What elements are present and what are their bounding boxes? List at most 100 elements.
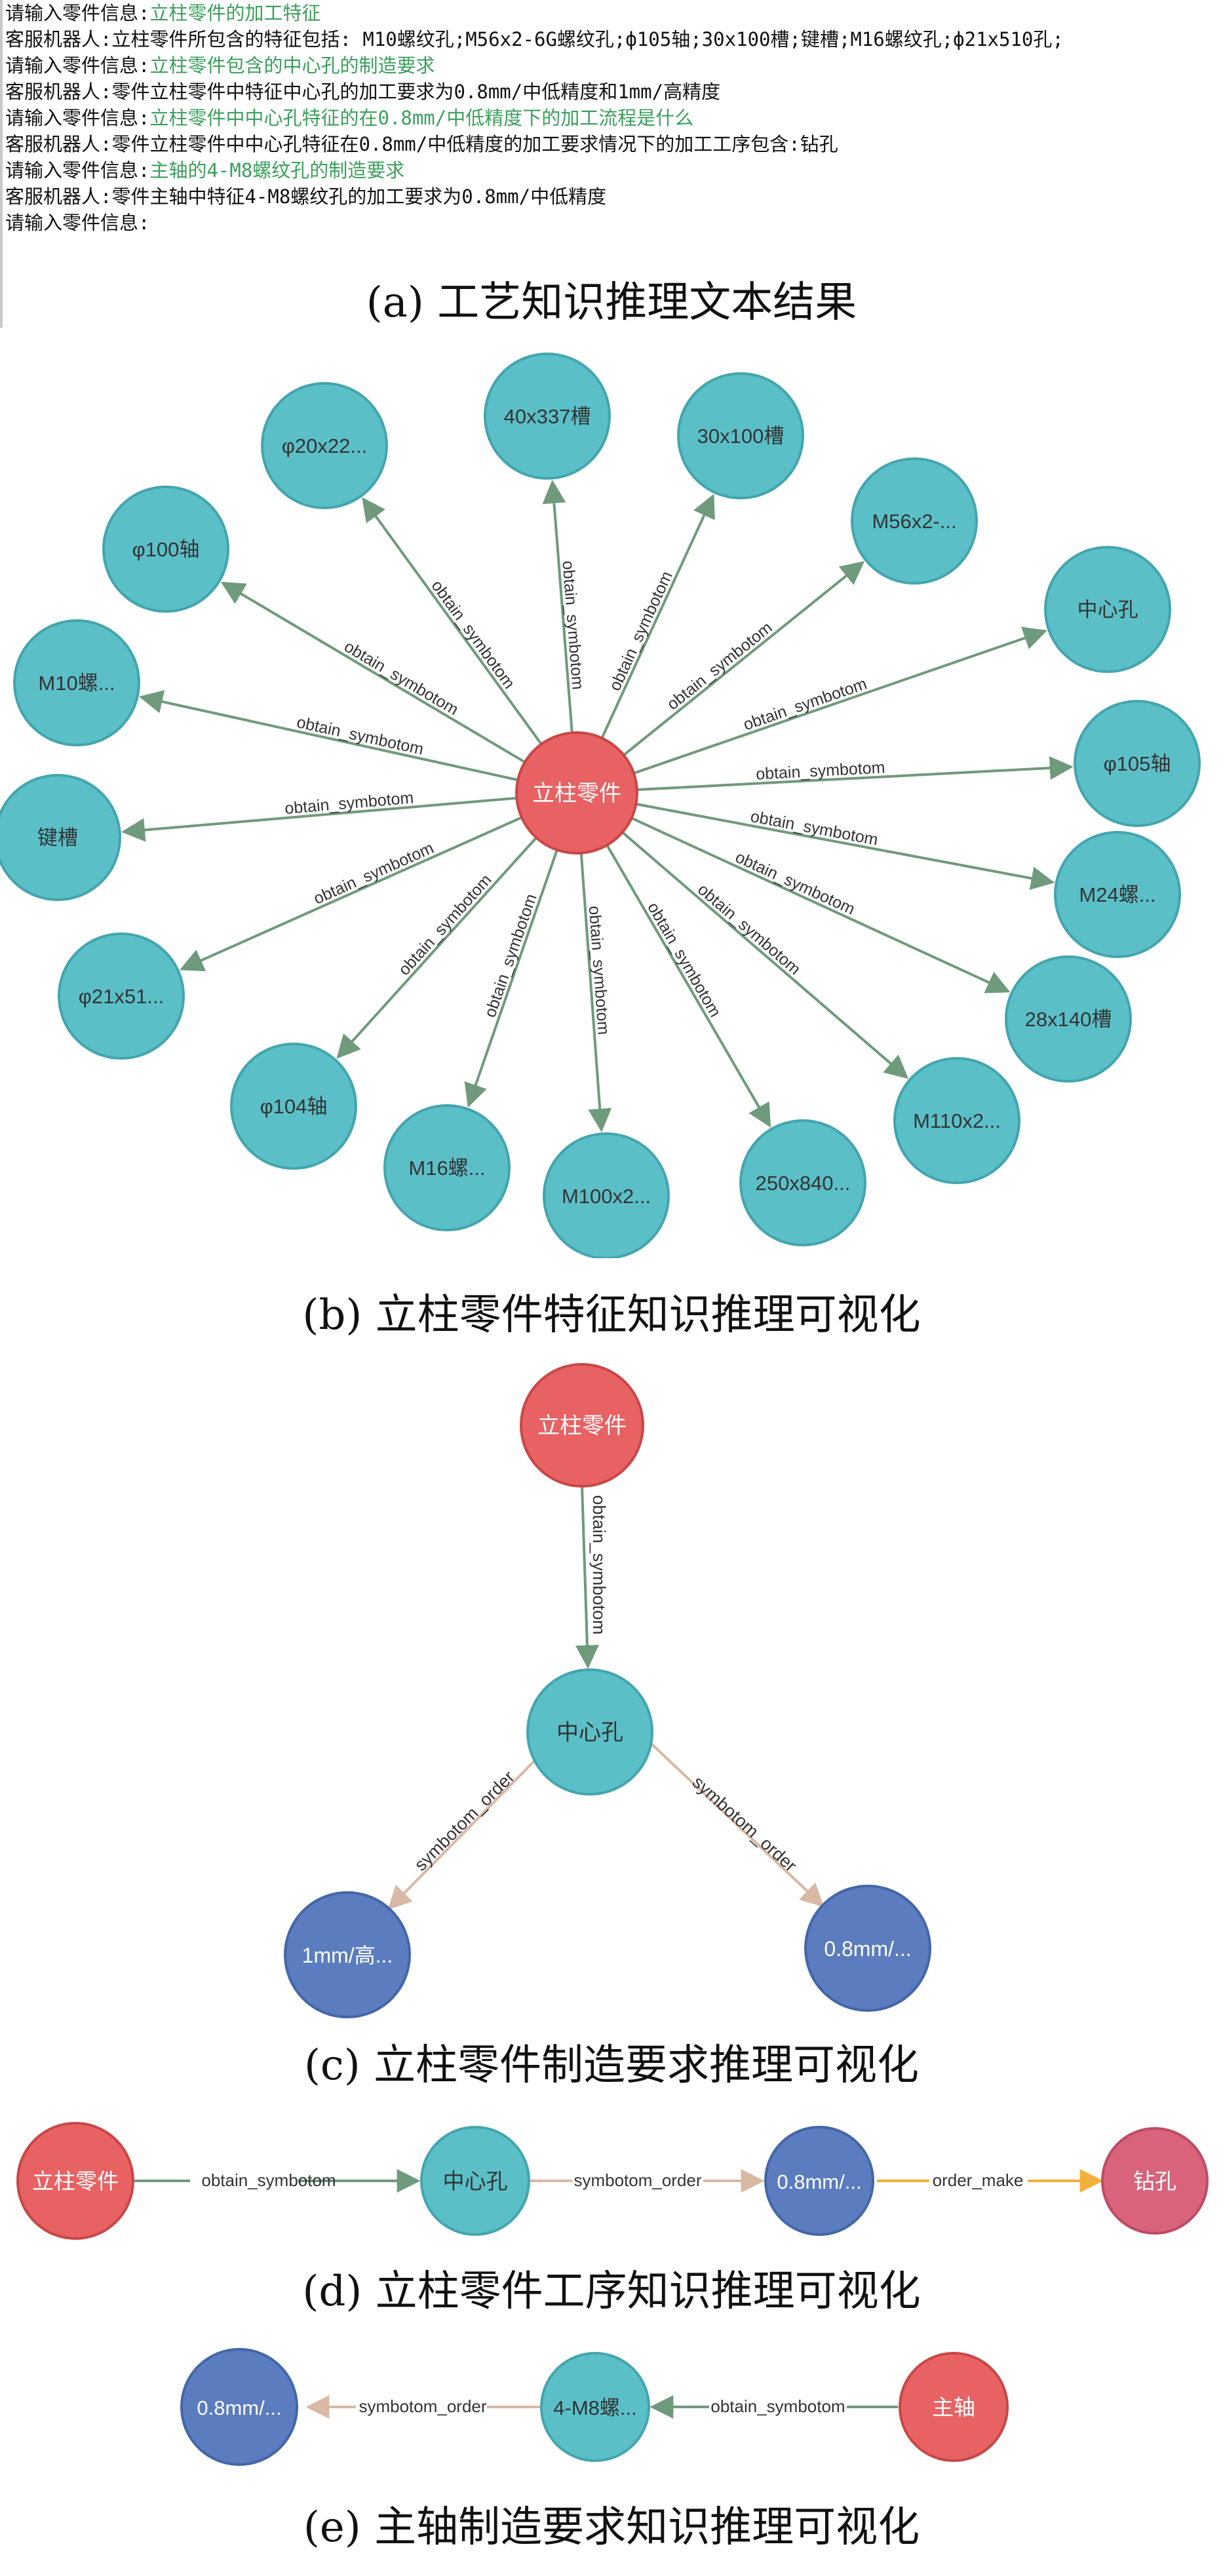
spindle-graph: symbotom_order obtain_symbotom 0.8mm/...… [180,2348,1009,2466]
edge-label-d1: obtain_symbotom [201,2170,336,2190]
feature-node-label: M10螺... [38,672,115,695]
node-req1-label: 1mm/高... [302,1944,393,1967]
console-line: 客服机器人:零件立柱零件中中心孔特征在0.8mm/中低精度的加工要求情况下的加工… [5,133,838,155]
node-feature[interactable] [420,2126,530,2236]
feature-node-label: 28x140槽 [1025,1008,1112,1031]
console-line: 客服机器人:零件立柱零件中特征中心孔的加工要求为0.8mm/中低精度和1mm/高… [5,81,721,103]
feature-node-label: M100x2... [562,1185,651,1208]
feature-node-label: φ104轴 [260,1095,328,1118]
edge-label: obtain_symbotom [756,758,886,783]
node-req[interactable] [764,2126,874,2236]
edge-obtain-symbotom [579,853,612,1132]
edge-label: obtain_symbotom [395,871,495,979]
process-graph: obtain_symbotom symbotom_order order_mak… [16,2122,1209,2240]
node-process[interactable] [1101,2127,1209,2235]
edge-label: obtain_symbotom [311,839,437,908]
console-line: 请输入零件信息:立柱零件的加工特征 [5,2,321,24]
feature-node[interactable] [261,382,388,509]
edge-obtain-symbotom [139,690,518,782]
edge-obtain-symbotom [600,493,715,739]
edge-obtain-symbotom [362,497,543,745]
edge-obtain-symbotom [633,626,1047,775]
caption-a: (a) 工艺知识推理文本结果 [366,279,857,327]
console-line: 客服机器人:零件主轴中特征4-M8螺纹孔的加工要求为0.8mm/中低精度 [5,185,607,208]
edge-obtain-symbotom [179,816,522,972]
caption-b: (b) 立柱零件特征知识推理可视化 [302,1291,921,1339]
edge-label-e2: obtain_symbotom [710,2396,845,2416]
feature-node-label: φ100轴 [132,538,200,561]
edge-obtain-symbotom [623,561,865,756]
node-part[interactable] [16,2122,134,2240]
console-line: 请输入零件信息:立柱零件中中心孔特征的在0.8mm/中低精度下的加工流程是什么 [5,107,694,129]
edge-label-e1: symbotom_order [359,2396,486,2416]
edge-label-d3: order_make [933,2170,1024,2190]
node-part[interactable] [899,2352,1009,2462]
feature-node[interactable] [230,1043,357,1170]
edge-obtain-symbotom [636,803,1055,891]
feature-node[interactable] [0,774,121,901]
edge-label: obtain_symbotom [644,899,724,1020]
node-part-label: 立柱零件 [32,2169,119,2193]
edge-c1 [575,1486,599,1669]
feature-node-label: φ105轴 [1104,752,1171,775]
edge-label-c2: symbotom_order [410,1767,518,1874]
edge-obtain-symbotom [220,581,526,763]
edge-obtain-symbotom [121,796,517,842]
feature-node[interactable] [1074,700,1201,827]
feature-node[interactable] [851,457,978,585]
edge-obtain-symbotom [336,836,537,1059]
feature-node[interactable] [1044,546,1171,673]
feature-node-label: 中心孔 [1077,598,1138,621]
edge-label: obtain_symbotom [733,848,858,919]
node-feature-label: 中心孔 [443,2169,508,2193]
feature-node[interactable] [543,1132,670,1258]
node-part[interactable] [520,1363,644,1488]
node-req2-label: 0.8mm/... [824,1937,911,1961]
feature-node[interactable] [58,932,185,1060]
center-part-label: 立柱零件 [532,781,621,806]
feature-node[interactable] [13,619,140,746]
node-process-label: 钻孔 [1133,2169,1176,2193]
node-req[interactable] [180,2348,298,2466]
feature-node-label: M56x2-... [872,510,956,533]
node-feature[interactable] [540,2352,650,2462]
feature-node-label: M110x2... [913,1109,1001,1132]
edge-c2 [387,1737,558,1910]
node-part-label: 立柱零件 [537,1413,627,1438]
feature-node[interactable] [102,486,229,613]
node-req2[interactable] [804,1885,931,2012]
node-req-label: 0.8mm/... [777,2170,861,2193]
feature-node[interactable] [677,372,804,499]
edge-label-c3: symbotom_order [689,1772,801,1875]
edge-label: obtain_symbotom [749,807,880,849]
edge-label: obtain_symbotom [606,569,676,694]
edge-label: obtain_symbotom [341,637,461,719]
feature-node-label: φ20x22... [282,434,367,457]
node-req1[interactable] [284,1891,411,2018]
feature-node-label: 250x840... [756,1172,851,1195]
feature-node[interactable] [893,1057,1020,1184]
feature-node[interactable] [739,1119,866,1246]
node-feature-label: 4-M8螺... [553,2396,636,2419]
center-part-node[interactable] [515,731,638,855]
console-line: 客服机器人:立柱零件所包含的特征包括: M10螺纹孔;M56x2-6G螺纹孔;ф… [5,28,1064,50]
console-line: 请输入零件信息:立柱零件包含的中心孔的制造要求 [5,54,435,77]
feature-node[interactable] [383,1104,511,1231]
node-feature[interactable] [526,1668,653,1796]
console-panel: 请输入零件信息:立柱零件的加工特征 客服机器人:立柱零件所包含的特征包括: M1… [0,0,1223,328]
feature-node-label: φ21x51... [79,985,164,1008]
feature-node[interactable] [1005,955,1132,1083]
edge-c3 [640,1733,825,1908]
caption-e: (e) 主轴制造要求知识推理可视化 [303,2503,920,2552]
edge-obtain-symbotom [636,756,1074,792]
feature-node-label: M24螺... [1079,883,1155,906]
feature-node[interactable] [484,353,611,480]
node-req-label: 0.8mm/... [197,2396,281,2419]
edge-label: obtain_symbotom [481,892,541,1020]
node-feature-label: 中心孔 [556,1720,623,1745]
console-line: 请输入零件信息:主轴的4-M8螺纹孔的制造要求 [5,159,405,182]
feature-node[interactable] [1054,831,1181,958]
requirement-graph: obtain_symbotom symbotom_order symbotom_… [284,1363,931,2018]
feature-node-label: 40x337槽 [504,405,591,428]
